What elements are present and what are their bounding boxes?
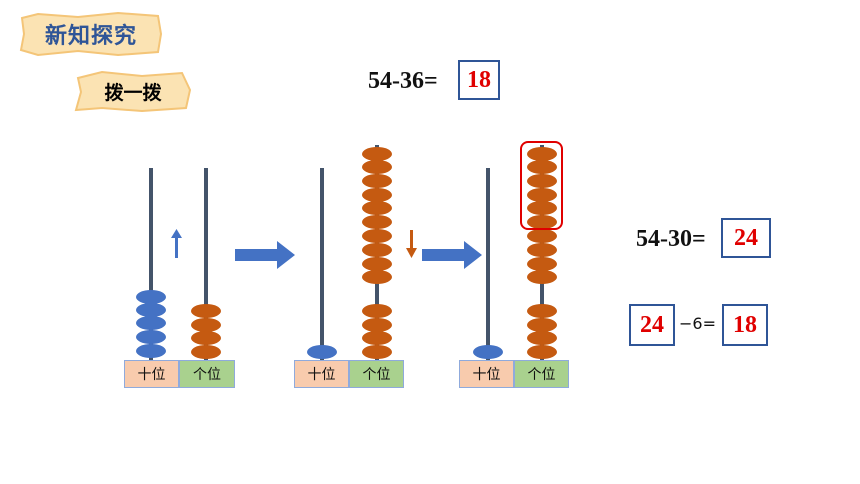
section-tag: 新知探究 <box>18 10 164 58</box>
main-equation: 54-36= <box>368 68 438 94</box>
ones-beads <box>527 147 557 359</box>
bead <box>191 304 221 318</box>
ones-beads <box>362 147 392 359</box>
highlight-box <box>520 141 563 230</box>
tens-place-label: 十位 <box>294 360 349 388</box>
tens-bead <box>307 345 337 359</box>
step2-operator: −6= <box>679 314 716 333</box>
abacus-1 <box>136 168 221 360</box>
bead <box>136 330 166 344</box>
tens-rod <box>320 168 324 360</box>
ones-rod <box>204 168 208 360</box>
tens-beads <box>136 290 166 358</box>
tens-place-label: 十位 <box>124 360 179 388</box>
ones-place-label: 个位 <box>514 360 569 388</box>
bead <box>191 331 221 345</box>
right-arrow-icon <box>422 241 482 269</box>
abacus-2 <box>307 145 417 360</box>
main-answer-box: 18 <box>458 60 500 100</box>
bead <box>136 290 166 304</box>
ones-beads <box>191 304 221 359</box>
tens-place-label: 十位 <box>459 360 514 388</box>
down-arrow-icon <box>406 230 417 258</box>
section-tag-label: 新知探究 <box>44 24 137 49</box>
tens-rod <box>149 168 153 360</box>
tens-rod <box>486 168 490 360</box>
bead <box>191 318 221 332</box>
bead <box>136 316 166 330</box>
torn-paper-banner <box>19 11 163 57</box>
step2-left-box: 24 <box>629 304 675 346</box>
step1-answer-box: 24 <box>721 218 771 258</box>
step2-answer-box: 18 <box>722 304 768 346</box>
activity-tag: 拨一拨 <box>72 68 194 114</box>
tens-bead <box>473 345 503 359</box>
right-arrow-icon <box>235 241 295 269</box>
step1-equation: 54-30= <box>636 226 706 252</box>
bead <box>136 303 166 317</box>
up-arrow-icon <box>171 229 182 258</box>
torn-paper-banner <box>74 70 192 113</box>
abacus-3 <box>473 141 563 360</box>
activity-tag-label: 拨一拨 <box>104 81 162 104</box>
ones-place-label: 个位 <box>179 360 235 388</box>
bead <box>191 345 221 359</box>
ones-place-label: 个位 <box>349 360 404 388</box>
bead <box>136 344 166 358</box>
